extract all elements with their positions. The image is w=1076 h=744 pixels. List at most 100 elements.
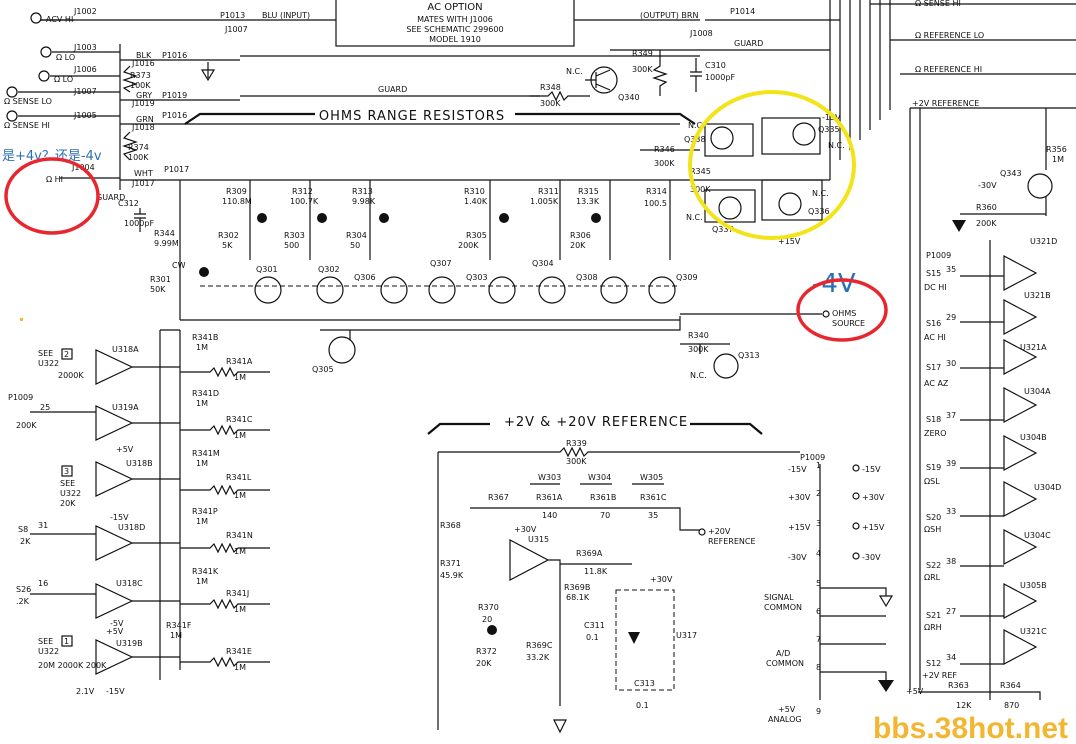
jack-sense-lo <box>6 86 18 98</box>
input-2-name: Ω LO <box>54 75 73 84</box>
q343-label: Q343 <box>1000 169 1022 178</box>
left-amp-1: U319A P1009 25 200K <box>8 393 180 441</box>
row-pin: 4 <box>816 549 821 558</box>
range-res-ref: R310 <box>464 187 485 196</box>
left-amp-see: P1009 <box>8 393 33 402</box>
u315-p30v: +30V <box>514 525 537 534</box>
ac-option-line2: SEE SCHEMATIC 299600 <box>406 25 503 34</box>
wire-grn: GRN <box>136 115 154 124</box>
left-amp-ref: U319B <box>116 639 143 648</box>
right-amp-name: +2V REF <box>922 671 957 680</box>
rail-plus2v-ref: +2V REFERENCE <box>912 99 979 108</box>
right-amp-sw: S20 <box>926 513 941 522</box>
op-amp-icon <box>95 461 134 497</box>
input-1-name: Ω LO <box>56 53 75 62</box>
r363-label: R363 <box>948 681 969 690</box>
supply-m5: -5V <box>110 619 124 628</box>
q343-m30v: -30V <box>978 181 997 190</box>
trim-pot-knob-icon <box>257 213 267 223</box>
analog: +5V <box>778 705 796 714</box>
mosfet-icon <box>316 276 344 304</box>
row-right: +30V <box>862 493 885 502</box>
r361b-label: R361B <box>590 493 616 502</box>
ref-20v-2: REFERENCE <box>708 537 756 546</box>
q308-label: Q308 <box>576 273 598 282</box>
right-amp-ref: U304A <box>1024 387 1051 396</box>
r301-cw: CW <box>172 261 186 270</box>
ground-arrow-icon <box>878 680 894 692</box>
p1009-pin-8: 8 <box>816 663 821 672</box>
q336-symbol <box>778 192 802 216</box>
zener-diode-icon <box>628 632 640 644</box>
q306-label: Q306 <box>354 273 376 282</box>
ladder-val: 1M <box>234 663 246 672</box>
top-wires: P1013 BLU (INPUT) J1007 (OUTPUT) BRN P10… <box>40 0 891 202</box>
u317-label: U317 <box>676 631 697 640</box>
q343-symbol <box>1027 173 1053 199</box>
r340-val: 300K <box>688 345 709 354</box>
right-p5v: +5V <box>906 687 924 696</box>
left-annotation: 是+4v？还是-4v <box>2 149 102 321</box>
mosfet-icon <box>254 276 282 304</box>
label-output-brn: (OUTPUT) BRN <box>640 11 698 20</box>
ladder-val: 1M <box>234 605 246 614</box>
r364-label: R364 <box>1000 681 1021 690</box>
range-res-ref: R311 <box>538 187 559 196</box>
op-amp-icon <box>95 525 134 561</box>
right-amp-pin: 34 <box>946 653 956 662</box>
r370-label: R370 <box>478 603 499 612</box>
rail-sense-hi: Ω SENSE HI <box>915 0 961 8</box>
row-left: +15V <box>788 523 811 532</box>
ladder-ref: R341A <box>226 357 253 366</box>
q305-label: Q305 <box>312 365 334 374</box>
right-amp-name: AC HI <box>924 333 946 342</box>
p1009-pin-5: 5 <box>816 579 821 588</box>
ladder-val: 1M <box>196 343 208 352</box>
input-3-name: Ω SENSE LO <box>4 97 52 106</box>
right-amp-pin: 39 <box>946 459 956 468</box>
trim-pot-knob-icon <box>317 213 327 223</box>
trim-pot-knob-icon <box>591 213 601 223</box>
p1009-name: P1009 <box>800 453 825 462</box>
right-amp-pin: 27 <box>946 607 956 616</box>
wire-wht: WHT <box>134 169 153 178</box>
ac-option-box: AC OPTION MATES WITH J1006 SEE SCHEMATIC… <box>335 0 575 47</box>
c312-val: 1000pF <box>124 219 154 228</box>
ladder-ref: R341P <box>192 507 218 516</box>
right-amp-name: ΩRL <box>924 573 941 582</box>
supply-m15b: -15V <box>110 513 129 522</box>
left-amp-box: 25 <box>40 403 50 412</box>
p1009-pin-6: 6 <box>816 607 821 616</box>
right-amp-name: AC AZ <box>924 379 949 388</box>
row-terminal <box>852 522 860 530</box>
trim-res-ref: R306 <box>570 231 591 240</box>
range-res-val: 110.8M <box>222 197 252 206</box>
range-res-val: 9.98K <box>352 197 376 206</box>
op-amp-icon <box>95 639 134 675</box>
trim-res-val: 500 <box>284 241 299 250</box>
supply-p5: +5V <box>116 445 134 454</box>
wire-p1016: P1016 <box>162 51 187 60</box>
wire-j1016: J1016 <box>131 59 155 68</box>
left-amp-val: 2000K <box>58 371 84 380</box>
range-res-val: 100.7K <box>290 197 319 206</box>
r344-val: 9.99M <box>154 239 179 248</box>
mosfet-icon <box>600 276 628 304</box>
left-amp-val: 200K <box>16 421 37 430</box>
right-amp-pin: 37 <box>946 411 956 420</box>
ac-option-line3: MODEL 1910 <box>429 35 481 44</box>
row-pin: 3 <box>816 519 821 528</box>
